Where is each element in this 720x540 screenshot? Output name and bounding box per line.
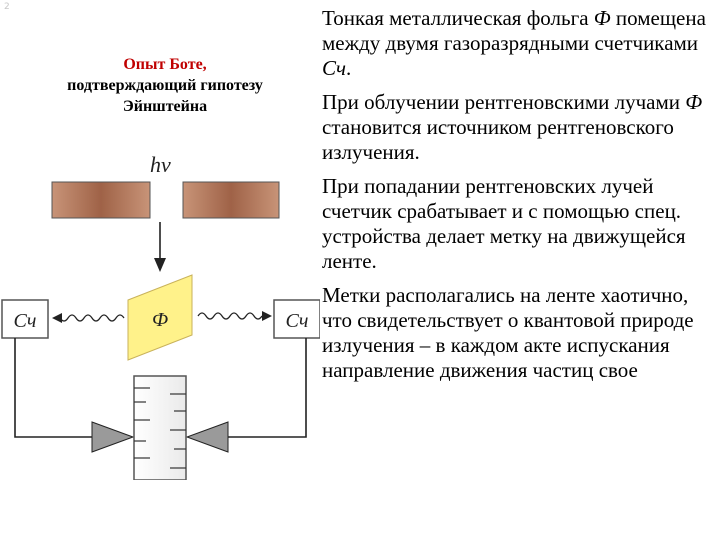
title-line-1: Опыт Боте, bbox=[123, 56, 207, 73]
paragraph-2-part-2: Ф bbox=[685, 90, 703, 114]
paragraph-2-part-1: При облучении рентгеновскими лучами bbox=[322, 90, 686, 114]
paragraph-1-part-1: Тонкая металлическая фольга bbox=[322, 6, 594, 30]
title-line-3: Эйнштейна bbox=[122, 98, 208, 115]
marker-arrow-right bbox=[185, 421, 229, 453]
collimator-block-right bbox=[182, 181, 280, 219]
counter-right-label: Сч bbox=[286, 310, 309, 332]
emission-wave-left bbox=[59, 314, 125, 322]
foil-label: Ф bbox=[152, 309, 168, 331]
counter-left-label: Сч bbox=[14, 310, 37, 332]
paragraph-1-part-2: Ф bbox=[593, 6, 611, 30]
bothe-experiment-diagram: hν Ф Сч Сч bbox=[1, 152, 320, 480]
signal-wire-left bbox=[14, 338, 112, 438]
emission-wave-right bbox=[197, 312, 263, 320]
recording-tape bbox=[133, 375, 187, 480]
counter-right bbox=[273, 299, 320, 339]
paragraph-3: При попадании рентгеновских лучей счетчи… bbox=[322, 174, 718, 274]
tape-marks bbox=[134, 387, 186, 469]
description-text: Тонкая металлическая фольга Ф помещена м… bbox=[322, 6, 718, 392]
paragraph-1-part-5: . bbox=[346, 56, 352, 80]
collimator-block-left bbox=[51, 181, 151, 219]
paragraph-1-part-4: Сч bbox=[322, 56, 347, 80]
paragraph-1-part-3: помещена между двумя газоразрядными счет… bbox=[322, 6, 706, 55]
paragraph-4-part-1: Метки располагались на ленте хаотично, ч… bbox=[322, 283, 694, 382]
paragraph-3-part-1: При попадании рентгеновских лучей счетчи… bbox=[322, 174, 686, 273]
photon-label: hν bbox=[150, 152, 171, 177]
emission-arrowhead-left bbox=[52, 313, 62, 323]
emission-arrowhead-right bbox=[262, 311, 272, 321]
signal-wire-right bbox=[228, 338, 307, 438]
incident-ray-arrowhead bbox=[154, 258, 166, 272]
foil-plate bbox=[127, 274, 193, 361]
corner-mark: 2 bbox=[4, 2, 10, 12]
paragraph-1: Тонкая металлическая фольга Ф помещена м… bbox=[322, 6, 718, 81]
title-line-2: подтверждающий гипотезу bbox=[67, 77, 263, 94]
paragraph-2-part-3: становится источником рентгеновского изл… bbox=[322, 115, 674, 164]
paragraph-2: При облучении рентгеновскими лучами Ф ст… bbox=[322, 90, 718, 165]
counter-left bbox=[1, 299, 49, 339]
paragraph-4: Метки располагались на ленте хаотично, ч… bbox=[322, 283, 718, 383]
slide-title: Опыт Боте, подтверждающий гипотезу Эйншт… bbox=[20, 54, 310, 117]
marker-arrow-left bbox=[91, 421, 135, 453]
